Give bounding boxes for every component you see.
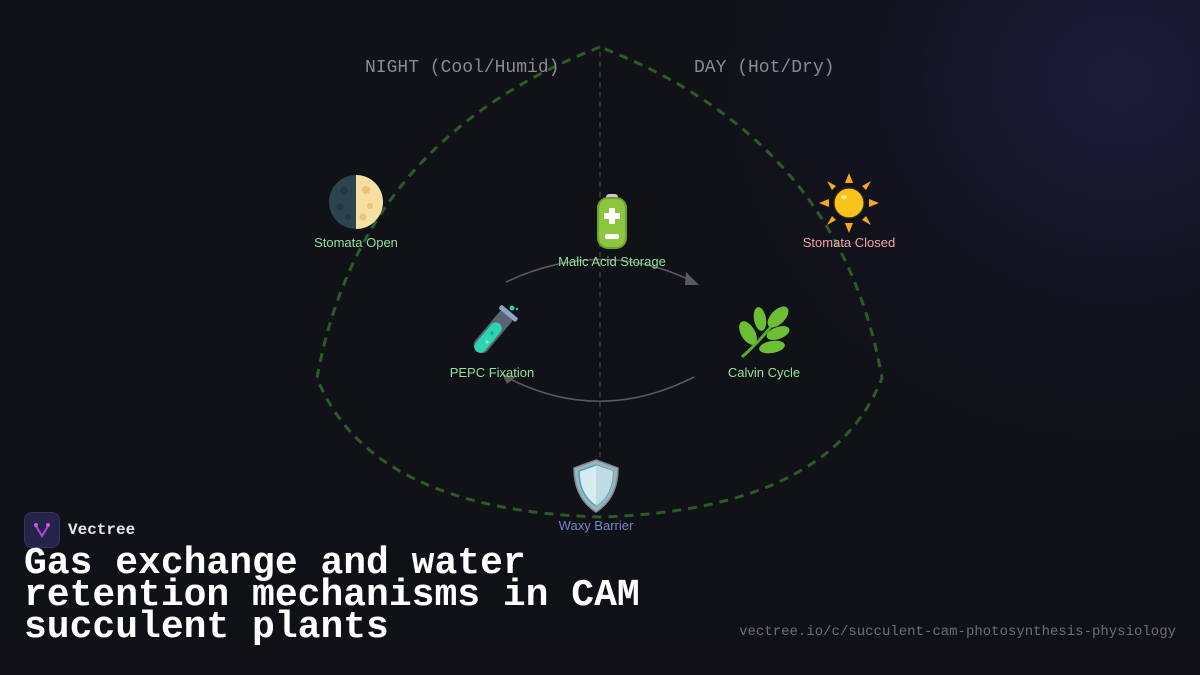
sun-icon (819, 173, 879, 233)
node-stomata-closed: Stomata Closed (769, 173, 929, 250)
node-label: Calvin Cycle (727, 365, 801, 380)
node-malic-acid-storage: Malic Acid Storage (532, 192, 692, 269)
node-label: Stomata Closed (802, 235, 896, 250)
source-url[interactable]: vectree.io/c/succulent-cam-photosynthesi… (739, 624, 1176, 640)
leaf-outline (315, 45, 884, 519)
node-label: Stomata Open (314, 235, 398, 250)
node-calvin-cycle: Calvin Cycle (684, 303, 844, 380)
node-pepc-fixation: PEPC Fixation (412, 303, 572, 380)
day-phase-label: DAY (Hot/Dry) (694, 58, 835, 78)
test-tube-icon (473, 305, 519, 354)
cycle-arrow-top (505, 258, 691, 283)
battery-icon (597, 194, 627, 249)
page-title: Gas exchange and water retention mechani… (24, 542, 640, 649)
node-label: Waxy Barrier (558, 518, 634, 533)
node-label: Malic Acid Storage (558, 254, 666, 269)
arrowhead-bottom (502, 374, 516, 384)
moon-icon (329, 175, 383, 229)
vectree-logo-icon (24, 512, 60, 548)
node-waxy-barrier: Waxy Barrier (516, 456, 676, 533)
night-phase-label: NIGHT (Cool/Humid) (365, 58, 560, 78)
shield-icon (573, 459, 619, 513)
brand-name: Vectree (68, 521, 136, 539)
node-label: PEPC Fixation (449, 365, 535, 380)
arrowhead-top (685, 272, 699, 285)
node-stomata-open: Stomata Open (276, 173, 436, 250)
brand: Vectree (24, 512, 135, 548)
cycle-arrow-bottom (507, 376, 695, 402)
herb-icon (739, 306, 790, 359)
